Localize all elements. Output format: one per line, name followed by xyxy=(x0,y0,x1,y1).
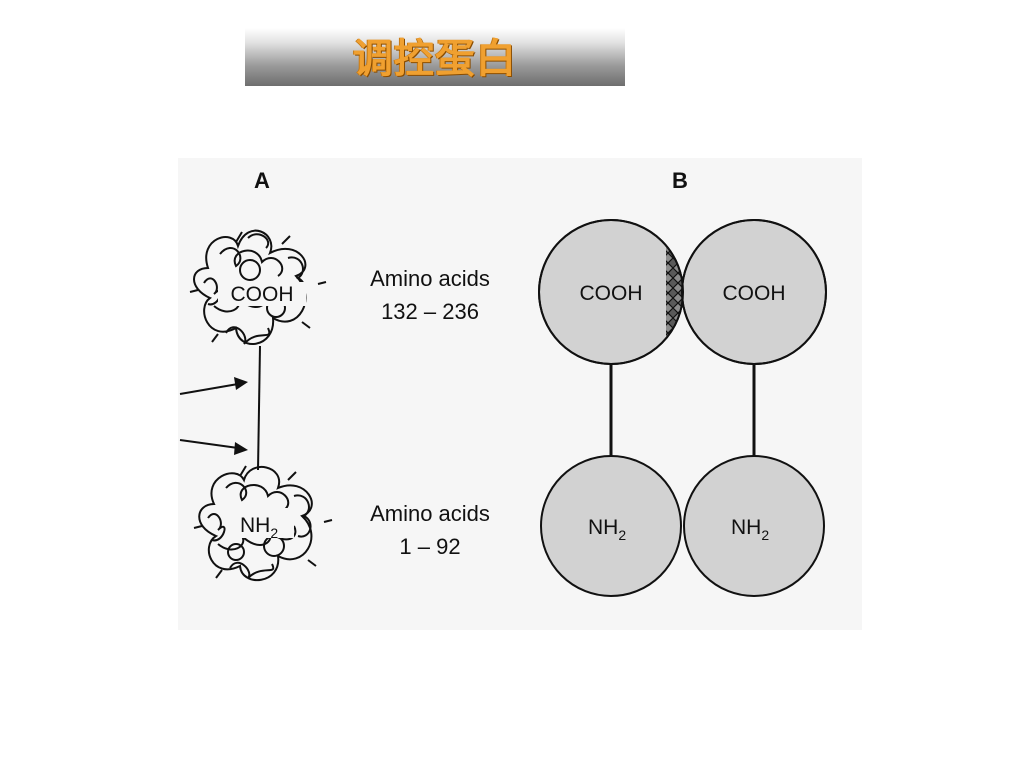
panel-b-right-nh2-label: NH2 xyxy=(731,516,769,543)
panel-b-right-cooh-label: COOH xyxy=(723,282,786,305)
panel-a-top-caption-line1: Amino acids xyxy=(370,266,490,291)
panel-b-left-nh2-domain xyxy=(540,455,682,597)
panel-b-left-cooh-label: COOH xyxy=(580,282,643,305)
panel-b-label: B xyxy=(672,168,688,193)
panel-b-right-nh2-domain xyxy=(683,455,825,597)
dimerization-figure: A COOH xyxy=(178,158,862,630)
panel-a-bottom-caption-line1: Amino acids xyxy=(370,501,490,526)
slide-title-banner: 调控蛋白 xyxy=(245,28,625,86)
panel-a-top-caption-line2: 132 – 236 xyxy=(381,299,479,324)
panel-b-left-nh2-label: NH2 xyxy=(588,516,626,543)
panel-a-arrow-upper xyxy=(179,377,248,395)
panel-a-cooh-label-bg xyxy=(218,282,306,306)
figure-svg: A COOH xyxy=(179,168,827,597)
panel-a-arrow-lower xyxy=(179,439,248,455)
panel-a-bottom-caption-line2: 1 – 92 xyxy=(399,534,460,559)
panel-a-cooh-domain xyxy=(189,229,327,345)
panel-a-nh2-domain xyxy=(193,465,333,582)
panel-a-cooh-label: COOH xyxy=(231,283,294,306)
panel-a-nh2-label: NH2 xyxy=(240,514,278,541)
panel-b-right-cooh-outline xyxy=(681,219,827,365)
panel-a-linker xyxy=(257,345,261,471)
panel-a-label: A xyxy=(254,168,270,193)
slide-title: 调控蛋白 xyxy=(353,36,517,82)
panel-a-nh2-label-bg xyxy=(234,508,294,538)
